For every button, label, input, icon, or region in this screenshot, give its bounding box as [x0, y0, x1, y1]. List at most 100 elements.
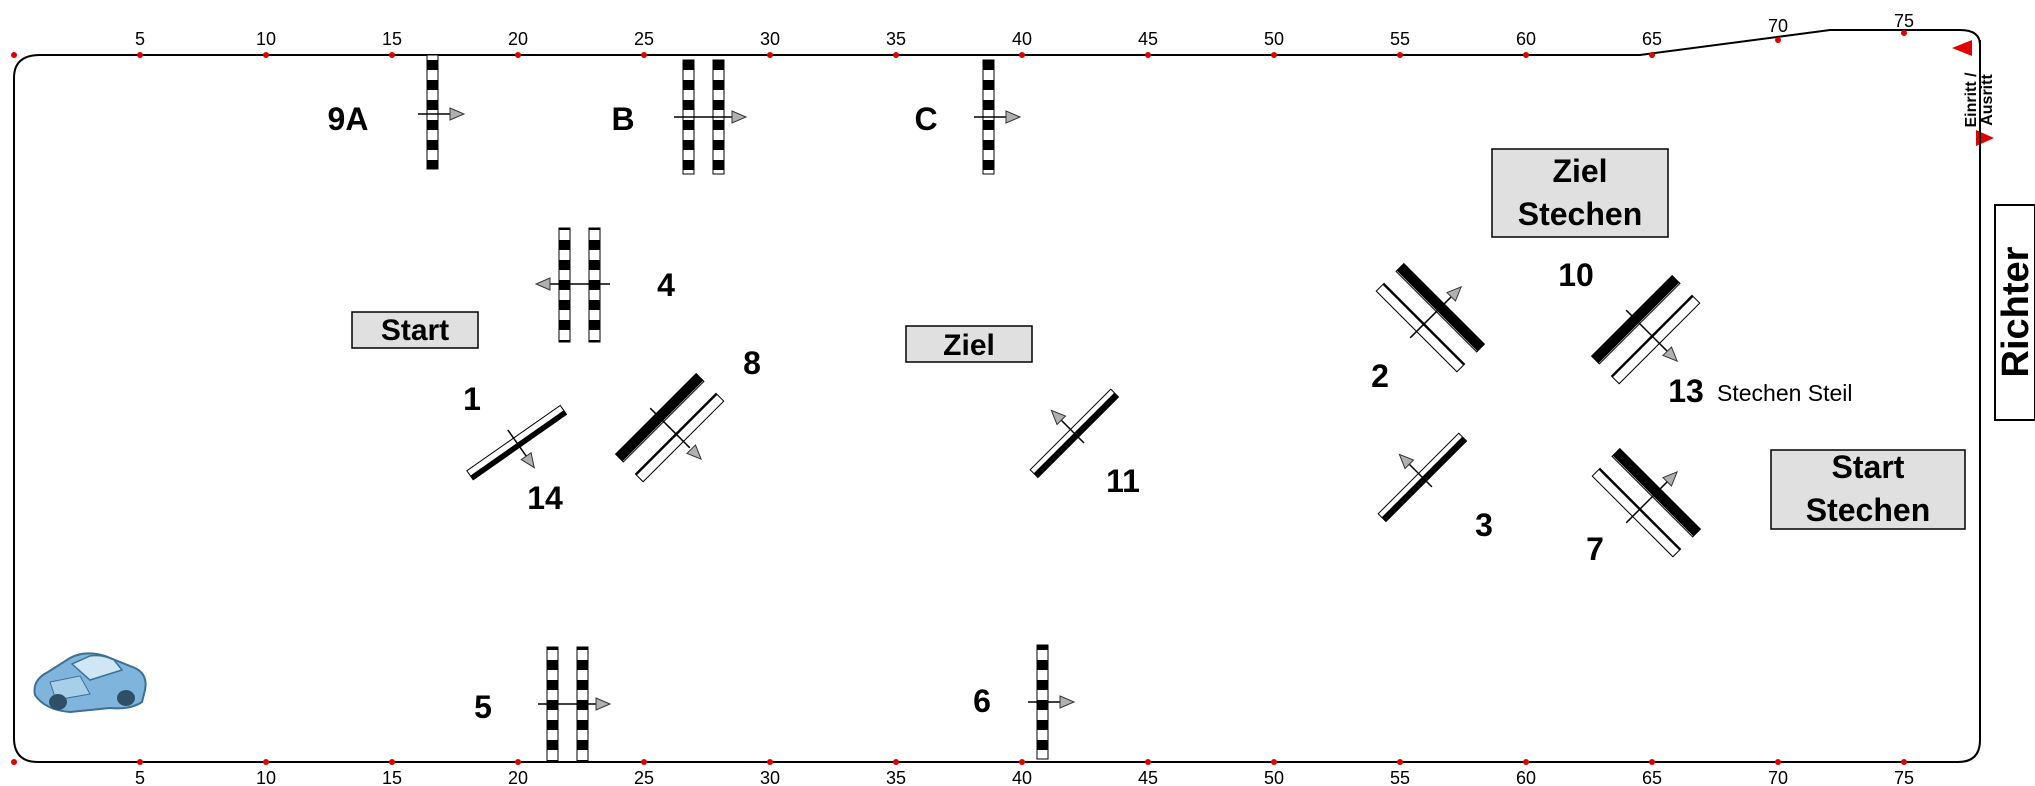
obstacle-label: B [611, 101, 634, 137]
ruler-bottom-tick: 50 [1264, 768, 1284, 786]
obstacle-14 [466, 404, 568, 481]
ruler-top-tick: 70 [1768, 16, 1788, 36]
ruler-top-tick: 35 [886, 29, 906, 49]
entry-arrow-icon [1952, 40, 1972, 56]
ruler-top-tick: 45 [1138, 29, 1158, 49]
ruler-top-tick: 20 [508, 29, 528, 49]
ruler-dot [1145, 759, 1151, 765]
direction-arrow-icon [535, 277, 551, 291]
direction-arrow-icon [1005, 110, 1021, 124]
obstacle-label: 6 [973, 683, 991, 719]
ruler-dot [641, 52, 647, 58]
ruler-dot [1523, 52, 1529, 58]
direction-arrow-icon [520, 452, 540, 472]
judge-label: Richter [1995, 246, 2035, 377]
ruler-top-tick: 75 [1894, 11, 1914, 31]
ruler-bottom-tick: 30 [760, 768, 780, 786]
ruler-dot [1649, 52, 1655, 58]
obstacle-1-label: 1 [463, 381, 481, 417]
obstacle-9a: 9A [328, 54, 465, 170]
ruler-bottom-tick: 65 [1642, 768, 1662, 786]
ruler-bottom: 5 10 15 20 25 30 35 40 45 50 55 60 65 70… [135, 768, 1914, 786]
jumpoff-start-line2: Stechen [1806, 492, 1930, 528]
finish-sign: Ziel [905, 325, 1033, 363]
entry-exit: Einritt / Ausritt [1952, 40, 1996, 148]
ruler-dot [515, 759, 521, 765]
ruler-dot [1523, 759, 1529, 765]
ruler-top-tick: 65 [1642, 29, 1662, 49]
obstacle-label: C [914, 101, 937, 137]
obstacle-4: 4 [535, 227, 675, 343]
obstacle-11-label: 11 [1106, 463, 1140, 499]
obstacle-7-label: 7 [1586, 531, 1604, 567]
car-icon [33, 652, 147, 714]
obstacle-3-label: 3 [1475, 507, 1493, 543]
direction-arrow-icon [595, 697, 611, 711]
obstacle-label: 5 [474, 689, 492, 725]
obstacle-6: 6 [973, 644, 1075, 760]
ruler-top-tick: 50 [1264, 29, 1284, 49]
ruler-top-tick: 10 [256, 29, 276, 49]
ruler-dot [11, 759, 17, 765]
ruler-dot [1271, 759, 1277, 765]
ruler-dot [1019, 759, 1025, 765]
obstacle-14-label: 14 [527, 480, 563, 516]
ruler-dot [389, 52, 395, 58]
judge-box: Richter [1994, 204, 2035, 421]
obstacle-7 [1591, 447, 1702, 558]
obstacle-3 [1377, 432, 1468, 523]
direction-arrow-icon [1059, 695, 1075, 709]
start-sign-label: Start [381, 314, 449, 347]
ruler-dot [767, 759, 773, 765]
jumpoff-finish-sign: Ziel Stechen [1491, 148, 1669, 238]
ruler-bottom-tick: 60 [1516, 768, 1536, 786]
obstacle-11 [1029, 388, 1120, 479]
ruler-dot [137, 52, 143, 58]
ruler-dot [11, 52, 17, 58]
ruler-top-tick: 40 [1012, 29, 1032, 49]
ruler-dot [1145, 52, 1151, 58]
obstacle-b: B [611, 59, 747, 175]
obstacle-8 [614, 372, 725, 483]
ruler-dot [1901, 759, 1907, 765]
ruler-bottom-tick: 40 [1012, 768, 1032, 786]
ruler-dot [263, 759, 269, 765]
ruler-dot [1775, 37, 1781, 43]
obstacle-5: 5 [474, 646, 611, 762]
ruler-dots [11, 30, 1907, 765]
ruler-top-tick: 5 [135, 29, 145, 49]
obstacle-label: 4 [657, 267, 675, 303]
direction-arrow-icon [449, 107, 465, 121]
ruler-bottom-tick: 75 [1894, 768, 1914, 786]
pole [426, 54, 439, 170]
obstacle-13 [1590, 274, 1701, 385]
ruler-top-tick: 15 [382, 29, 402, 49]
ruler-dot [263, 52, 269, 58]
ruler-bottom-tick: 55 [1390, 768, 1410, 786]
obstacle-13-label: 13 [1668, 373, 1704, 409]
finish-sign-label: Ziel [943, 329, 995, 362]
obstacle-10-label: 10 [1558, 257, 1594, 293]
entry-label-line2: Ausritt [1979, 74, 1996, 126]
obstacle-2 [1375, 262, 1486, 373]
ruler-dot [1775, 759, 1781, 765]
ruler-dot [1019, 52, 1025, 58]
ruler-top-tick: 30 [760, 29, 780, 49]
obstacle-label: 9A [328, 101, 369, 137]
jumpoff-finish-line1: Ziel [1552, 153, 1607, 189]
ruler-dot [137, 759, 143, 765]
exit-arrow-icon [1976, 130, 1994, 146]
ruler-bottom-tick: 15 [382, 768, 402, 786]
ruler-top-tick: 25 [634, 29, 654, 49]
obstacle-13-note: Stechen Steil [1717, 380, 1853, 406]
ruler-top-tick: 60 [1516, 29, 1536, 49]
ruler-dot [1649, 759, 1655, 765]
ruler-bottom-tick: 35 [886, 768, 906, 786]
entry-label-line1: Einritt / [1963, 72, 1980, 128]
ruler-top: 5 10 15 20 25 30 35 40 45 50 55 60 65 70… [135, 11, 1914, 49]
ruler-bottom-tick: 20 [508, 768, 528, 786]
obstacle-c: C [914, 59, 1021, 175]
ruler-top-tick: 55 [1390, 29, 1410, 49]
ruler-dot [1901, 30, 1907, 36]
